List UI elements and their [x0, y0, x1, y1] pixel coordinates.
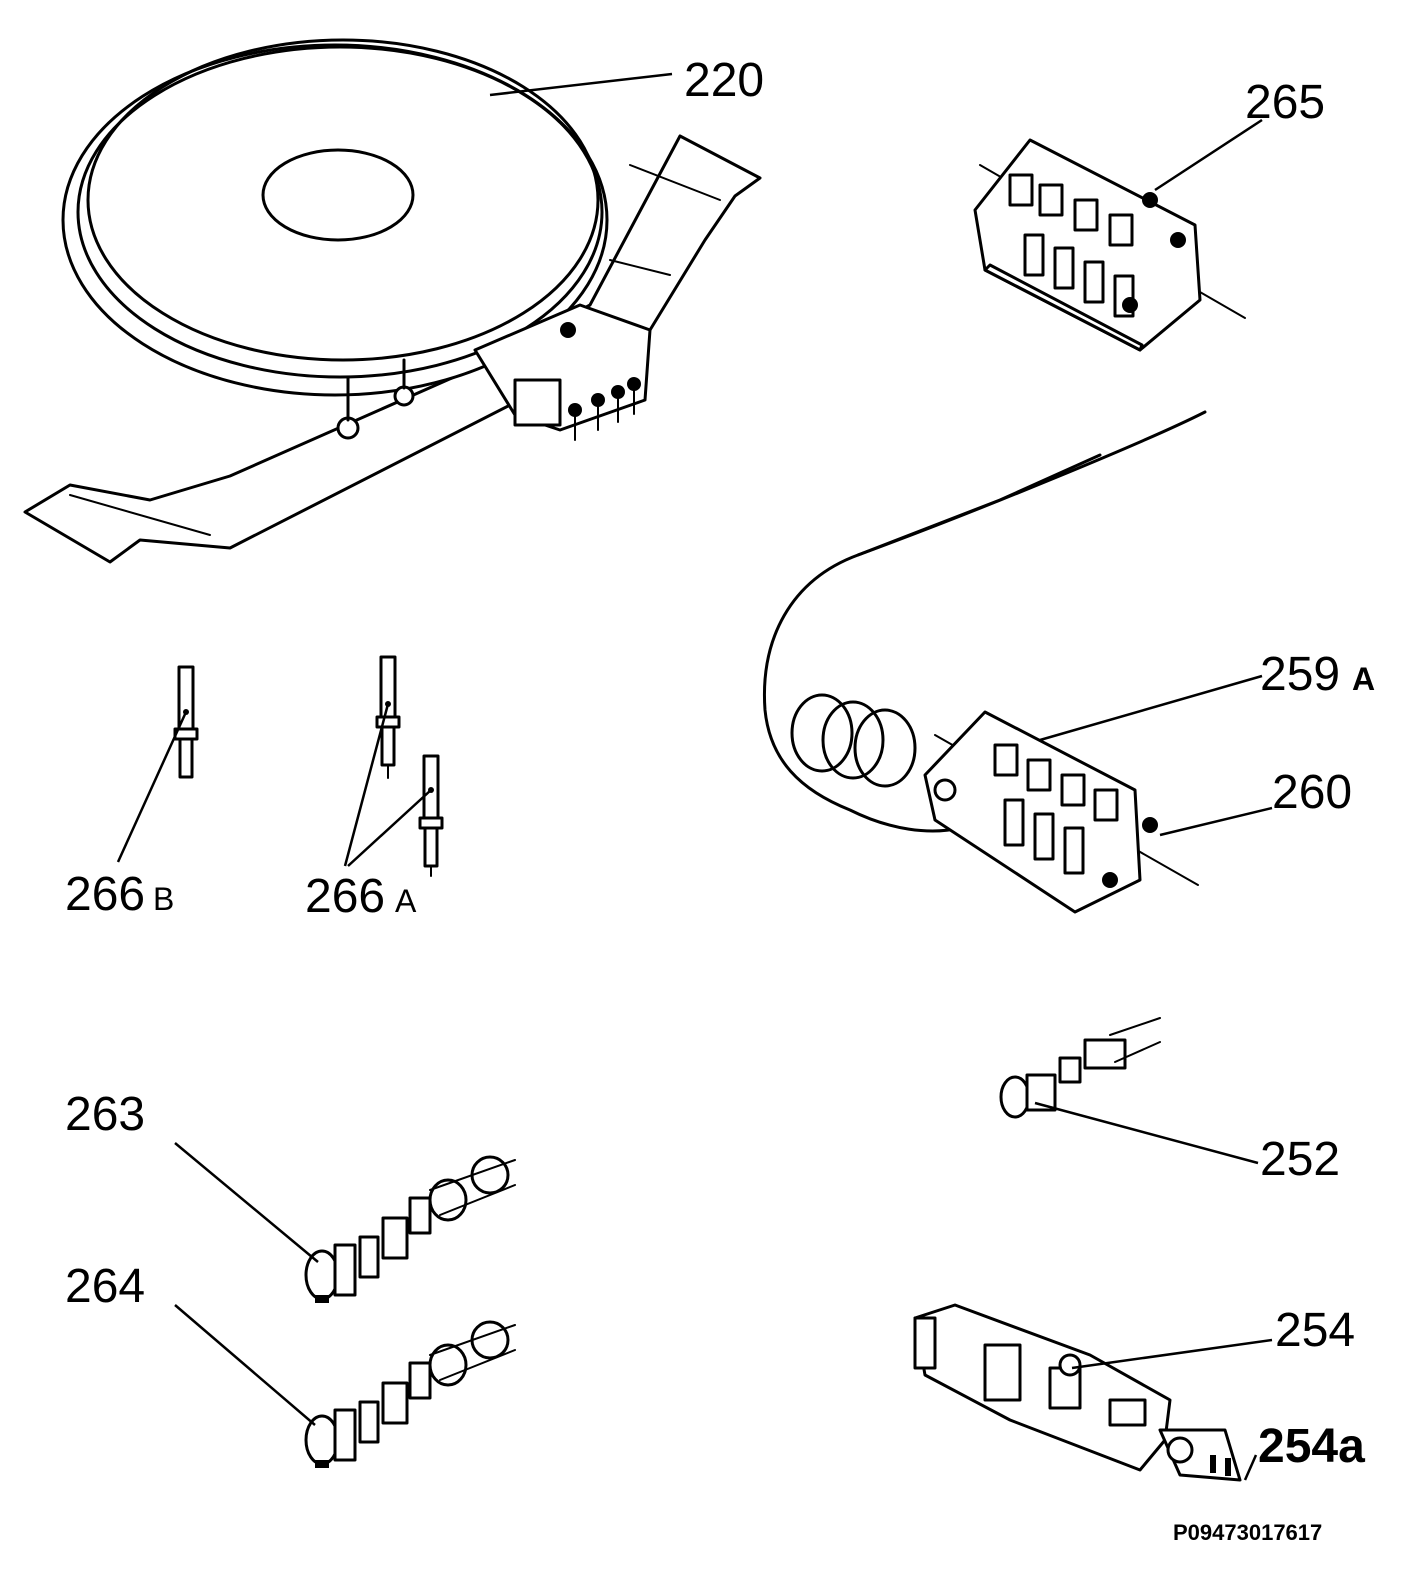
ignition-unit-254: [913, 1303, 1242, 1482]
reference-code: P09473017617: [1173, 1520, 1322, 1545]
label-265: 265: [1245, 76, 1325, 129]
hotplate-220: [23, 38, 762, 564]
pin-266b: [173, 665, 199, 779]
label-266b-suffix: B: [153, 881, 174, 917]
label-260: 260: [1272, 766, 1352, 819]
thermostat-259a-260: [762, 410, 1207, 914]
label-252: 252: [1260, 1133, 1340, 1186]
label-266a: 266: [305, 870, 385, 923]
label-263: 263: [65, 1088, 145, 1141]
indicator-lamp-252: [999, 1017, 1161, 1119]
label-266b: 266: [65, 868, 145, 921]
label-254a: 254a: [1258, 1420, 1365, 1473]
leader-lines: [116, 72, 1273, 1481]
lamp-holder-264: [304, 1320, 516, 1468]
label-266a-suffix: A: [395, 883, 417, 919]
switch-265: [973, 138, 1246, 352]
label-254: 254: [1275, 1304, 1355, 1357]
lamp-holder-263: [304, 1155, 516, 1303]
label-259-suffix: A: [1352, 661, 1375, 697]
label-264: 264: [65, 1260, 145, 1313]
label-259: 259: [1260, 648, 1340, 701]
pins-266a: [375, 655, 444, 877]
label-220: 220: [684, 54, 764, 107]
